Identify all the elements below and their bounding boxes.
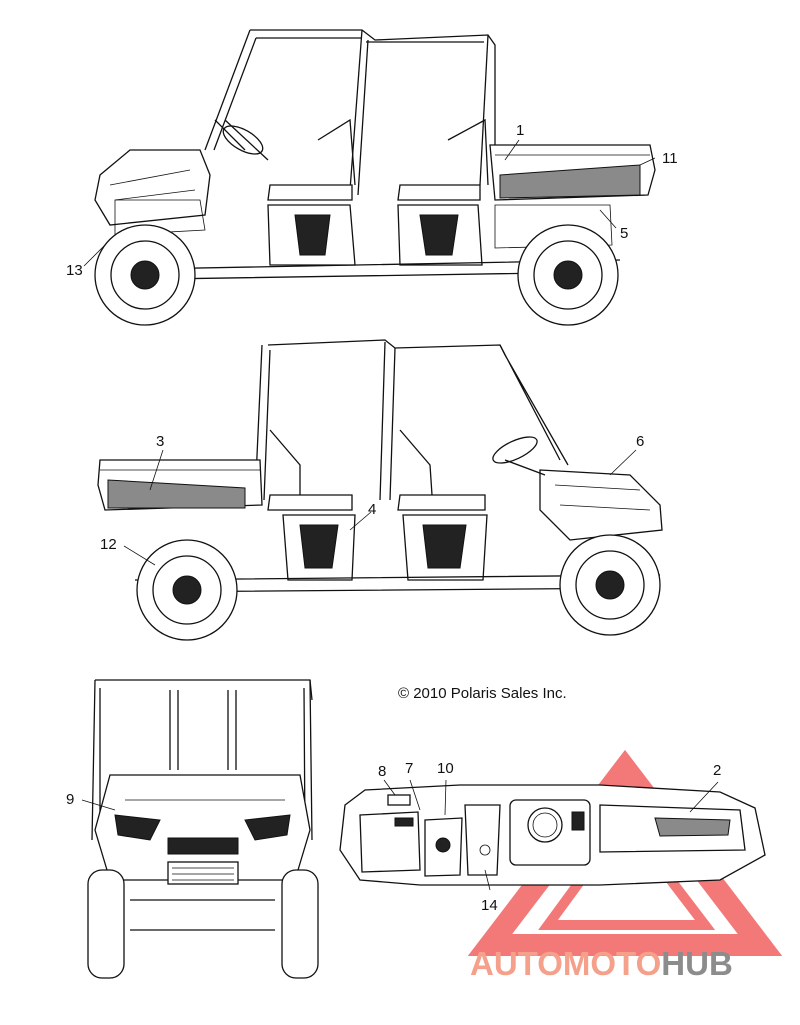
callout-5: 5 (620, 225, 628, 242)
callout-14: 14 (481, 897, 498, 914)
callout-1: 1 (516, 122, 524, 139)
callout-2: 2 (713, 762, 721, 779)
callout-labels: 1 11 5 13 3 6 4 12 9 8 7 10 2 14 (66, 122, 721, 914)
watermark-part2: HUB (661, 945, 733, 982)
callout-12: 12 (100, 536, 117, 553)
callout-10: 10 (437, 760, 454, 777)
copyright-text: © 2010 Polaris Sales Inc. (398, 685, 567, 702)
vehicle-front-view (81, 679, 319, 979)
callout-7: 7 (405, 760, 413, 777)
callout-4: 4 (368, 501, 376, 518)
callout-11: 11 (662, 150, 678, 167)
callout-6: 6 (636, 433, 644, 450)
callout-8: 8 (378, 763, 386, 780)
callout-3: 3 (156, 433, 164, 450)
callout-13: 13 (66, 262, 83, 279)
vehicle-side-view-left (83, 29, 656, 326)
dashboard-view (339, 779, 766, 891)
watermark-part1: AUTOMOTO (470, 945, 661, 982)
watermark-text: AUTOMOTOHUB (470, 945, 733, 982)
callout-9: 9 (66, 791, 74, 808)
vehicle-side-view-right (97, 339, 663, 641)
